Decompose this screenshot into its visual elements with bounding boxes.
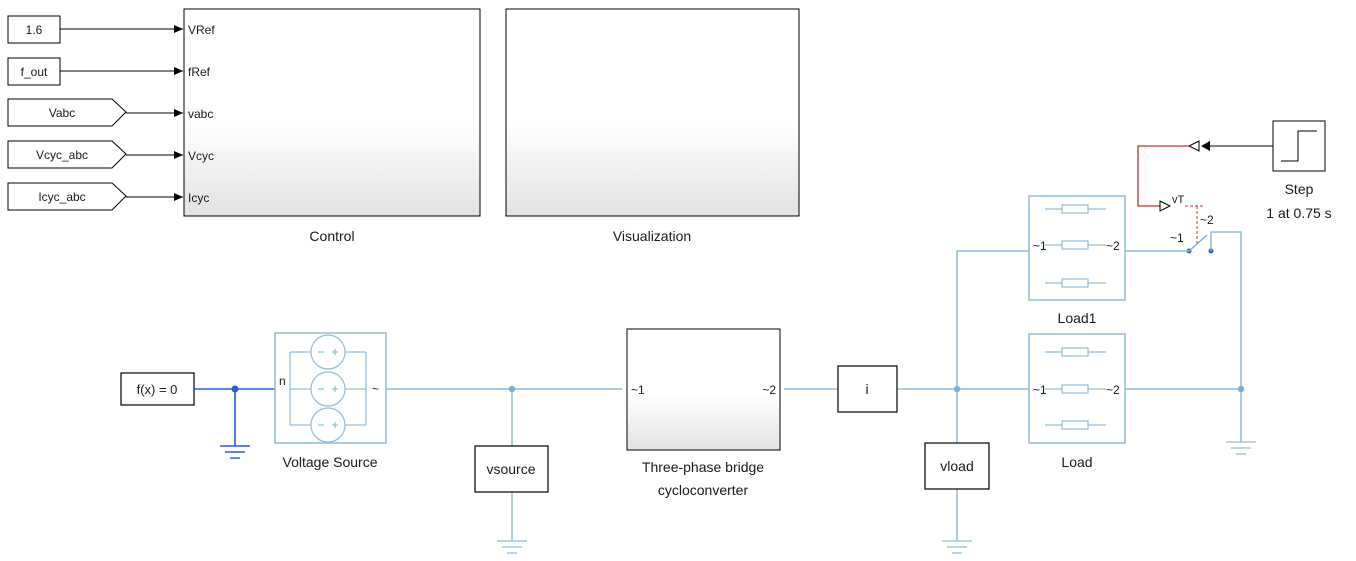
- junction-dots: [508, 385, 1245, 393]
- vs-port-out: ~: [372, 382, 379, 396]
- constant-value: 1.6: [26, 23, 43, 37]
- vload-sensor-block[interactable]: vload: [924, 442, 990, 490]
- cyclo-port1: ~1: [631, 383, 645, 397]
- load1-port1: ~1: [1033, 239, 1047, 253]
- load1-label: Load1: [1058, 310, 1097, 326]
- ground-icon: [1226, 441, 1256, 455]
- ground-icon: [497, 540, 527, 554]
- ground-icon: [220, 445, 250, 459]
- port-label: fRef: [188, 65, 211, 79]
- switch-control-wire[interactable]: [1137, 145, 1189, 207]
- from-block-f-out[interactable]: f_out: [7, 57, 61, 86]
- resistor-icon: [1045, 347, 1106, 430]
- load1-port2: ~2: [1106, 239, 1120, 253]
- step-icon: [1281, 130, 1317, 162]
- step-label: Step: [1285, 181, 1314, 197]
- ground-icon: [942, 540, 972, 554]
- ac-source-icon: [289, 334, 367, 443]
- cycloconverter-subsystem[interactable]: ~1 ~2: [626, 328, 781, 451]
- cyclo-label-line1: Three-phase bridge: [642, 459, 764, 475]
- from-tag-vabc[interactable]: Vabc: [7, 98, 127, 127]
- solver-configuration-block[interactable]: f(x) = 0: [120, 372, 195, 406]
- from-tag-icyc-abc[interactable]: Icyc_abc: [7, 182, 127, 211]
- tag-label: Icyc_abc: [38, 190, 85, 204]
- cyclo-label-line2: cycloconverter: [658, 482, 749, 498]
- switch-control-label: vT: [1172, 194, 1185, 206]
- load-port2: ~2: [1106, 383, 1120, 397]
- tag-label: Vcyc_abc: [36, 148, 88, 162]
- breaker-switch[interactable]: ~1 ~2: [1170, 213, 1218, 254]
- load1-block[interactable]: ~1 ~2: [1028, 195, 1126, 301]
- resistor-icon: [1045, 204, 1106, 288]
- visualization-subsystem[interactable]: [505, 8, 800, 217]
- voltage-source-label: Voltage Source: [283, 454, 378, 470]
- control-subsystem[interactable]: VRef fRef vabc Vcyc Icyc: [183, 8, 481, 217]
- cyclo-port2: ~2: [762, 383, 776, 397]
- vsource-label: vsource: [486, 461, 535, 477]
- switch-blade: [1188, 234, 1208, 252]
- step-sublabel: 1 at 0.75 s: [1266, 205, 1331, 221]
- voltage-source-block[interactable]: n ~: [274, 332, 387, 444]
- electrical-wires[interactable]: [386, 231, 1242, 541]
- switch-lead: [1210, 231, 1218, 251]
- switch-port2-label: ~2: [1200, 213, 1214, 227]
- from-tag-vcyc-abc[interactable]: Vcyc_abc: [7, 140, 127, 169]
- port-label: VRef: [188, 23, 215, 37]
- switch-port1-label: ~1: [1170, 231, 1184, 245]
- constant-block[interactable]: 1.6: [7, 15, 61, 44]
- step-arrow-icon: [1201, 141, 1210, 151]
- junction-dot: [231, 385, 239, 393]
- solver-label: f(x) = 0: [137, 382, 178, 397]
- current-sensor-block[interactable]: i: [837, 365, 898, 413]
- port-label: Vcyc: [188, 149, 214, 163]
- from-label: f_out: [21, 65, 48, 79]
- load-block[interactable]: ~1 ~2: [1028, 333, 1126, 444]
- control-label: Control: [309, 228, 354, 244]
- current-label: i: [865, 381, 868, 397]
- ground-wire[interactable]: [194, 388, 290, 446]
- vsource-sensor-block[interactable]: vsource: [474, 445, 549, 493]
- step-block[interactable]: [1272, 120, 1326, 172]
- ps-port-icon: [1159, 200, 1172, 212]
- load-port1: ~1: [1033, 383, 1047, 397]
- visualization-label: Visualization: [613, 228, 691, 244]
- tag-label: Vabc: [49, 106, 75, 120]
- vs-port-n: n: [279, 374, 286, 388]
- port-label: vabc: [188, 107, 213, 121]
- vload-label: vload: [940, 458, 973, 474]
- ps-converter-icon: [1187, 140, 1200, 152]
- load-label: Load: [1061, 454, 1092, 470]
- port-label: Icyc: [188, 191, 209, 205]
